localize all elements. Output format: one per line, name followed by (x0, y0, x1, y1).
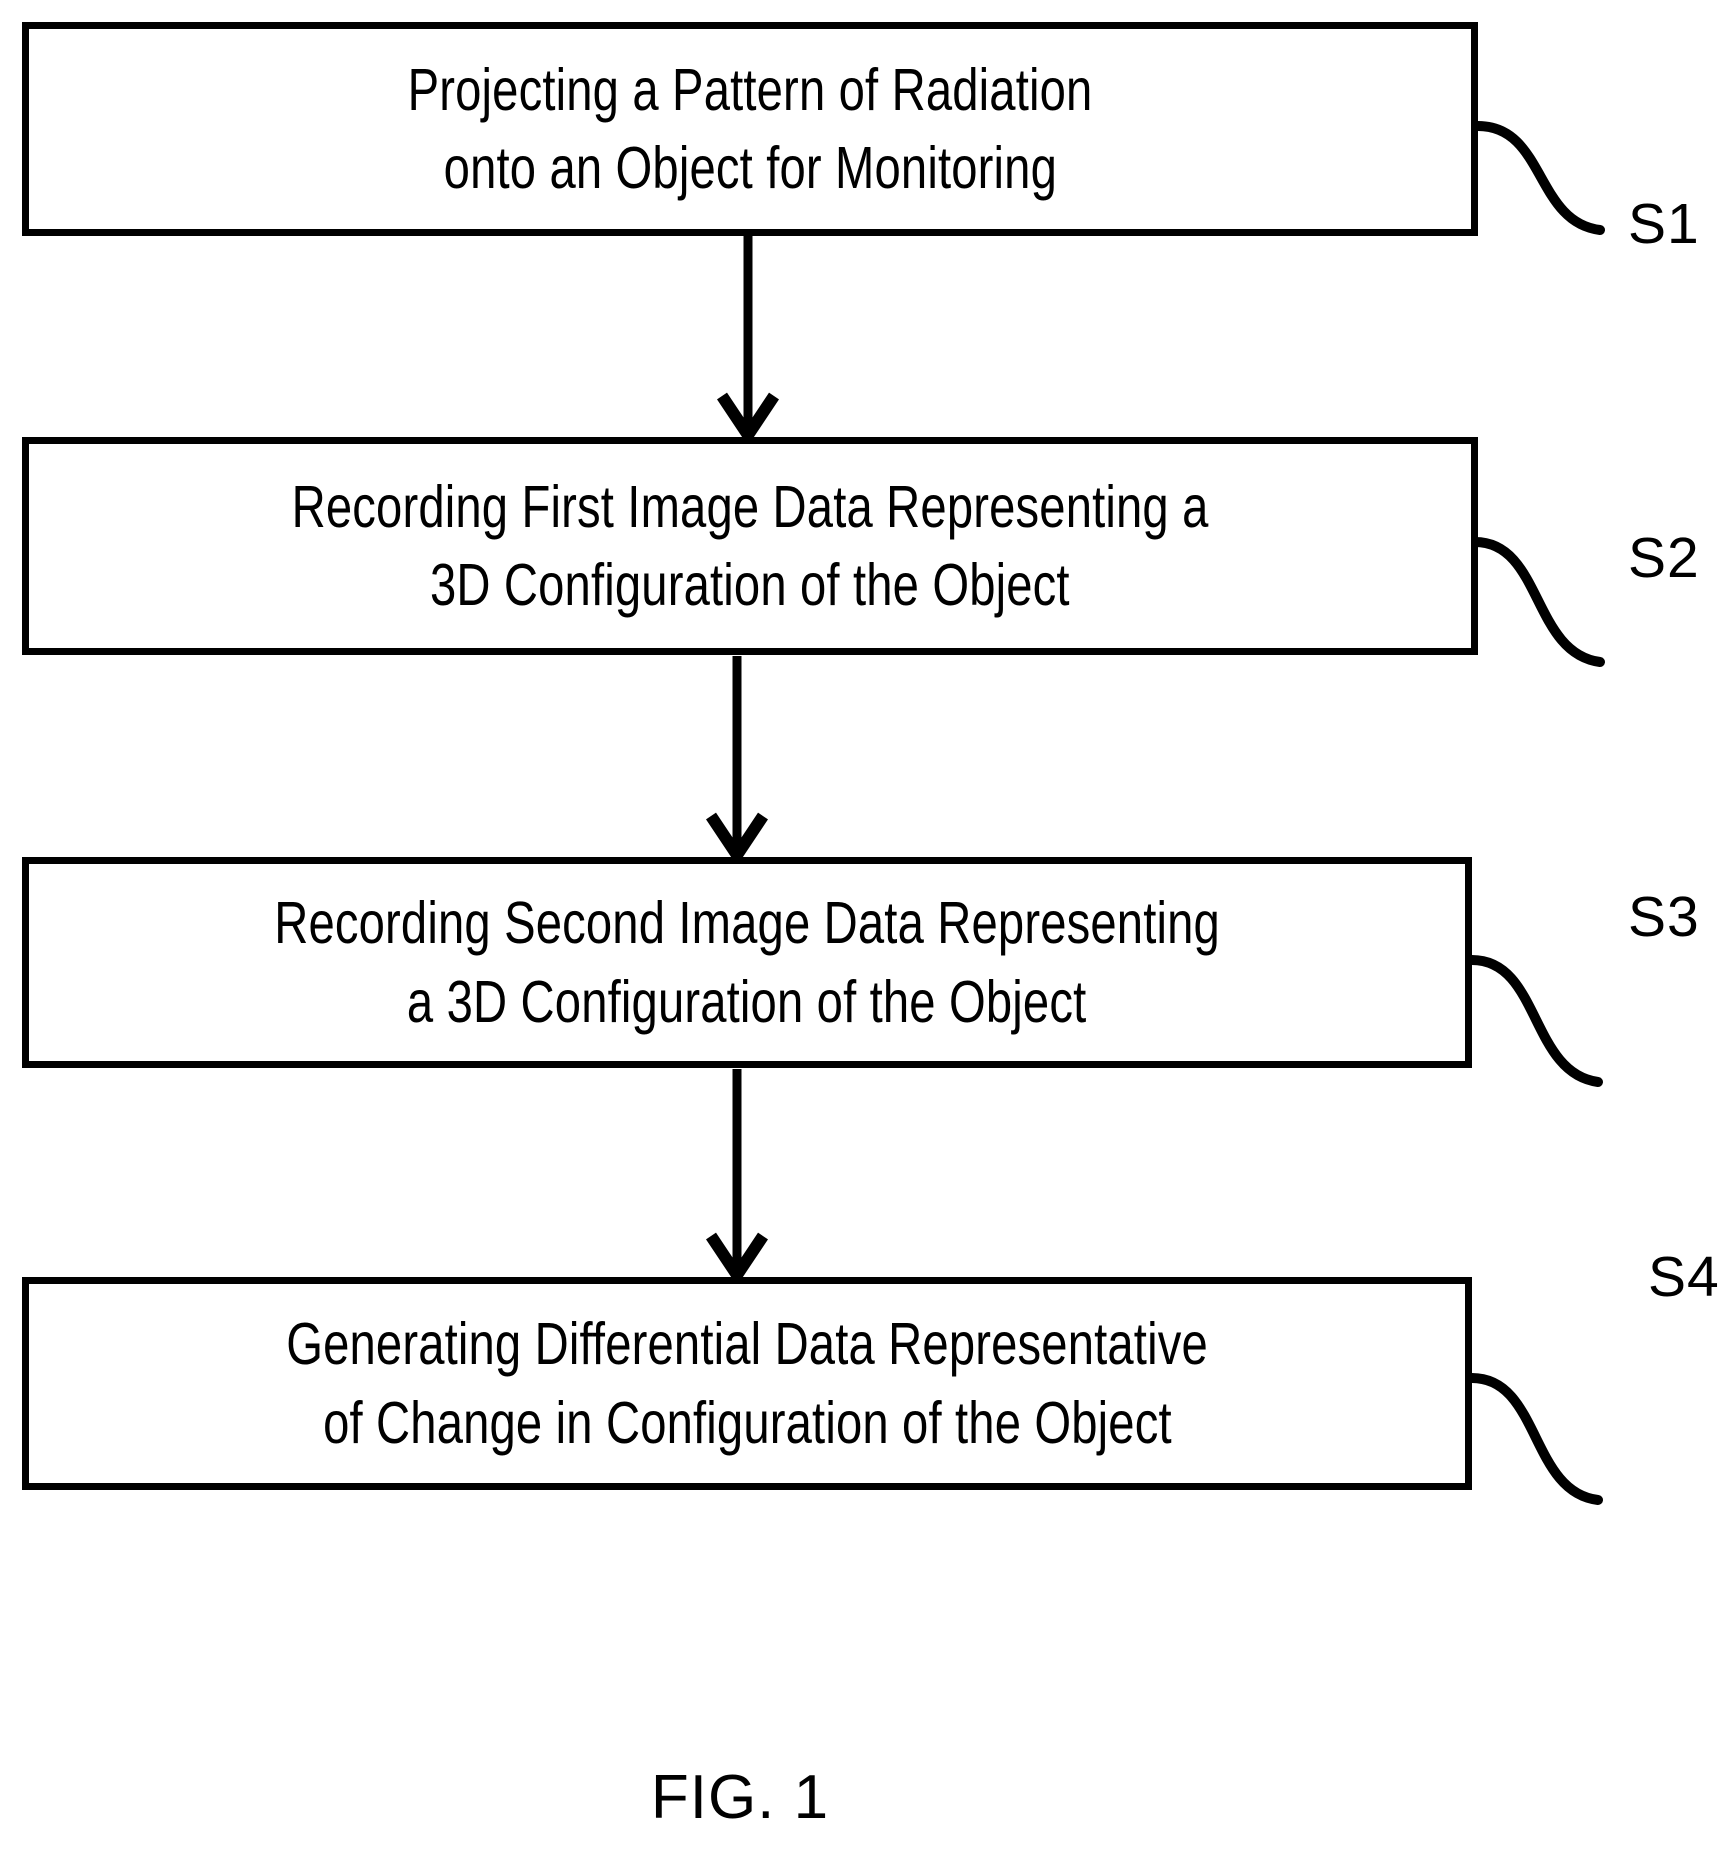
process-box-s1-line-2: onto an Object for Monitoring (443, 135, 1057, 201)
process-box-s2[interactable]: Recording First Image Data Representing … (22, 437, 1478, 655)
process-box-s4-line-2: of Change in Configuration of the Object (322, 1389, 1172, 1456)
leader-line-s3 (1467, 955, 1603, 1087)
process-box-s3[interactable]: Recording Second Image Data Representing… (22, 857, 1472, 1068)
leader-line-s4 (1467, 1373, 1603, 1505)
process-box-s3-line-1: Recording Second Image Data Representing (274, 890, 1220, 957)
figure-caption: FIG. 1 (650, 1763, 830, 1832)
leader-line-s2 (1470, 537, 1605, 667)
process-box-s3-line-2: a 3D Configuration of the Object (407, 968, 1087, 1035)
process-box-s2-line-2: 3D Configuration of the Object (430, 552, 1070, 618)
connector-s3-s4 (706, 1069, 768, 1286)
step-reference-s1: S1 (1628, 192, 1700, 256)
process-box-s4-line-1: Generating Differential Data Representat… (286, 1311, 1208, 1378)
connector-s2-s3 (706, 656, 768, 866)
process-box-s4[interactable]: Generating Differential Data Representat… (22, 1277, 1472, 1490)
process-box-s2-line-1: Recording First Image Data Representing … (291, 473, 1209, 540)
step-reference-s2: S2 (1628, 526, 1700, 590)
process-box-s1-line-1: Projecting a Pattern of Radiation (407, 56, 1093, 123)
process-box-s1[interactable]: Projecting a Pattern of Radiation onto a… (22, 22, 1478, 236)
leader-line-s1 (1473, 121, 1605, 235)
step-reference-s3: S3 (1628, 885, 1700, 949)
step-reference-s4: S4 (1648, 1245, 1720, 1309)
connector-s1-s2 (717, 236, 779, 446)
